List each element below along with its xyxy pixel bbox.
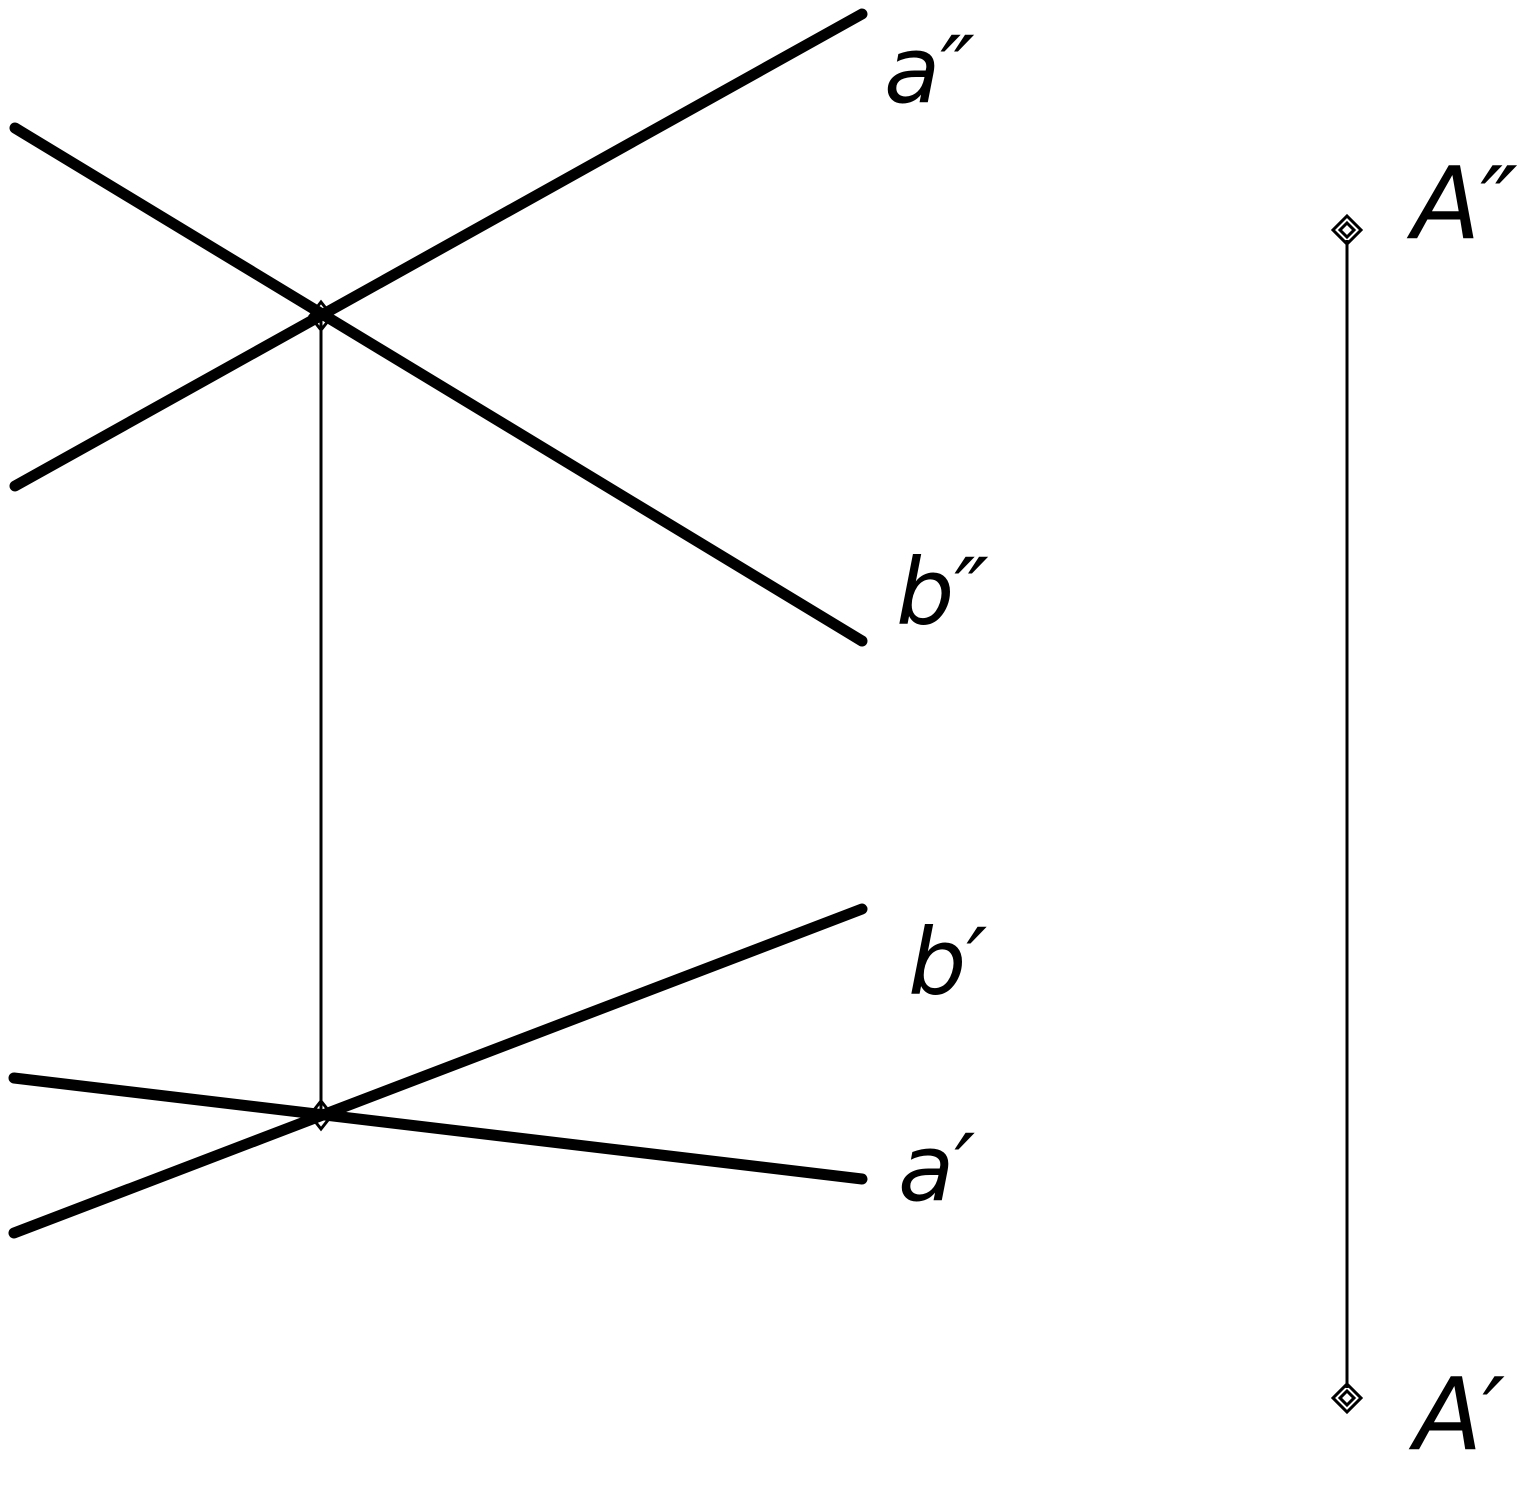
label-b-frontal: b″ (896, 539, 989, 646)
line-b-frontal (9, 122, 868, 647)
label-a-frontal: a″ (884, 17, 975, 124)
line-a-horizontal (8, 1072, 868, 1185)
point-A-frontal-marker-icon (1330, 213, 1364, 247)
point-A-horizontal-marker-icon (1330, 1381, 1364, 1415)
intersection-marker-horizontal-icon (308, 1098, 334, 1132)
label-A-frontal: A″ (1406, 145, 1518, 262)
line-b-horizontal (8, 903, 868, 1239)
intersection-marker-frontal-icon (308, 299, 334, 333)
label-b-horizontal: b′ (908, 909, 987, 1016)
label-A-horizontal: A′ (1408, 1356, 1505, 1473)
label-a-horizontal: a′ (898, 1115, 975, 1222)
line-a-frontal (9, 8, 868, 492)
